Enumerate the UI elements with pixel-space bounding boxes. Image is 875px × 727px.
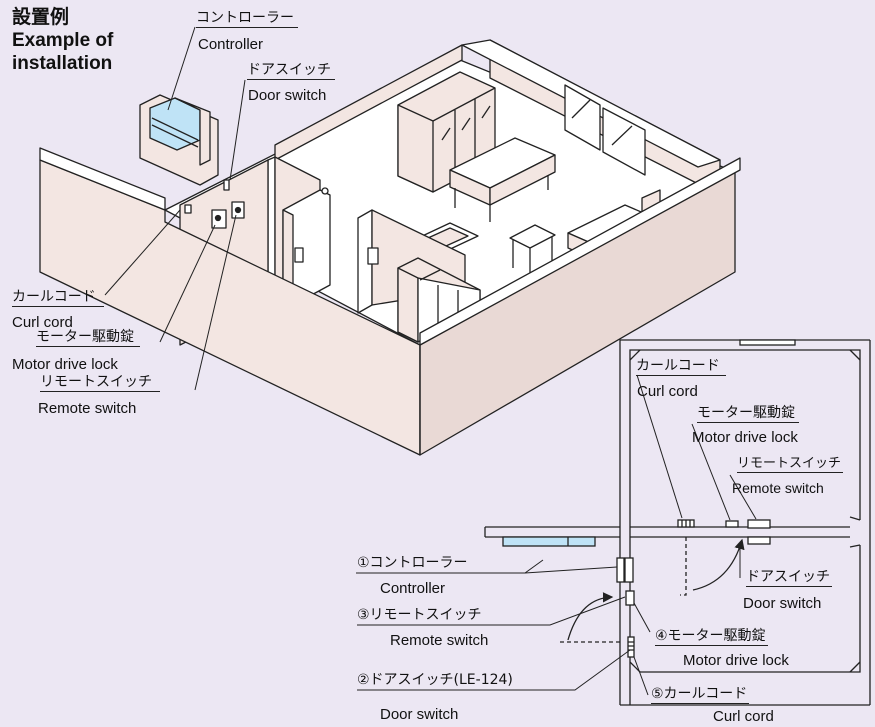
iso-remote-switch-en: Remote switch: [38, 400, 137, 417]
legend-motor-lock-jp: ④モーター駆動錠: [655, 628, 768, 646]
iso-door-switch-jp: ドアスイッチ: [247, 62, 335, 80]
legend-curl-cord-jp: ⑤カールコード: [651, 686, 750, 704]
plan-remote-switch-jp: リモートスイッチ: [737, 456, 844, 473]
window: [602, 107, 646, 176]
legend-remote-switch-jp: ③リモートスイッチ: [357, 607, 482, 623]
plan-controller: [502, 536, 596, 547]
legend-controller-en: Controller: [380, 580, 446, 597]
plan-window: [739, 339, 796, 346]
plan-remote-switch-upper: [747, 519, 771, 529]
plan-curl-cord-jp: カールコード: [636, 358, 726, 376]
window: [564, 84, 601, 151]
legend-curl-cord-en: Curl cord: [713, 708, 774, 725]
plan-leader-lines: [356, 374, 757, 696]
iso-curl-cord-jp: カールコード: [12, 289, 104, 307]
plan-motor-lock-jp: モーター駆動錠: [697, 405, 799, 423]
plan-door-switch: [624, 557, 634, 583]
plan-curl-cord-en: Curl cord: [637, 383, 698, 400]
title-en-line2: installation: [12, 53, 113, 74]
plan-remote-switch: [616, 557, 625, 583]
plan-motor-lock-en: Motor drive lock: [692, 429, 798, 446]
small-table: [509, 224, 556, 275]
iso-remote-switch-jp: リモートスイッチ: [40, 374, 160, 392]
plan-remote-switch-en: Remote switch: [732, 480, 824, 496]
title-jp: 設置例: [12, 7, 70, 28]
iso-controller-en: Controller: [198, 36, 264, 53]
plan-curl-cord: [627, 636, 635, 658]
plan-motor-lock: [625, 590, 635, 606]
diagram-title: 設置例 Example of installation: [12, 6, 113, 75]
desk: [449, 137, 556, 222]
iso-motor-lock-en: Motor drive lock: [12, 356, 118, 373]
legend-motor-lock-en: Motor drive lock: [683, 652, 789, 669]
legend-remote-switch-en: Remote switch: [390, 632, 489, 649]
legend-door-switch-jp: ②ドアスイッチ(LE-124): [357, 672, 513, 688]
iso-leader-lines: [104, 26, 246, 391]
plan-door-switch-en: Door switch: [743, 595, 822, 612]
floor-plan: [484, 339, 871, 706]
iso-motor-lock-jp: モーター駆動錠: [36, 329, 140, 347]
isometric-room: [39, 39, 741, 456]
legend-door-switch-en: Door switch: [380, 706, 459, 723]
legend-controller-jp: ①コントローラー: [357, 555, 468, 571]
iso-curl-cord-en: Curl cord: [12, 314, 73, 331]
title-en-line1: Example of: [12, 30, 114, 51]
plan-door-switch-jp: ドアスイッチ: [746, 569, 832, 587]
iso-controller-jp: コントローラー: [196, 10, 298, 28]
iso-door-switch-en: Door switch: [248, 87, 327, 104]
plan-motor-lock-upper: [725, 520, 739, 528]
